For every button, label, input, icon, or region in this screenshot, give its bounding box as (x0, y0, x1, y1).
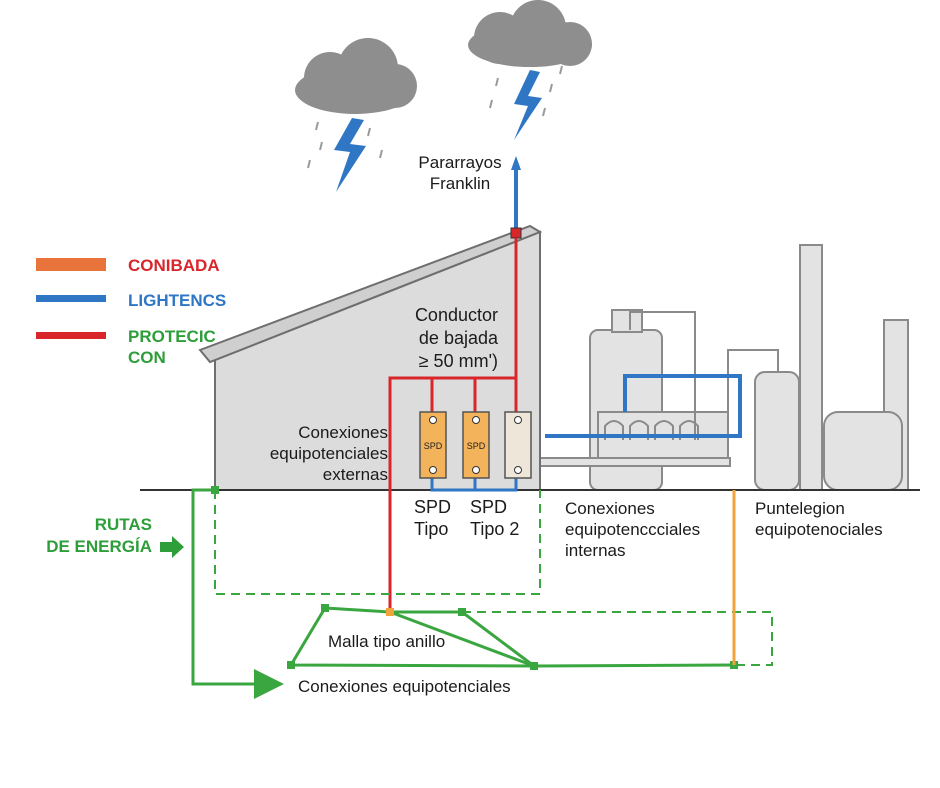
pararrayos-label: Pararrayos Franklin (400, 152, 520, 194)
spd-tipo2-label: SPD Tipo 2 (470, 496, 519, 540)
rutas-energia-label: RUTAS DE ENERGÍA (20, 514, 152, 558)
spd-tipo1-label: SPD Tipo (414, 496, 451, 540)
rain-left-icon (307, 121, 383, 169)
equipotential-dashed-box-left (214, 490, 541, 595)
conductor-line3: ≥ 50 mm') (418, 351, 498, 371)
legend-label-protecic: PROTECIC CON (128, 326, 216, 368)
malla-label: Malla tipo anillo (328, 632, 446, 651)
puntelegion-label: Puntelegion equipotenociales (755, 498, 883, 540)
plant-blue-pipe (545, 374, 742, 438)
spd-box-3 (504, 411, 532, 479)
ring-dashed-right (462, 611, 773, 666)
conexiones-internas-line3: internas (565, 541, 626, 560)
legend-label-lightencs: LIGHTENCS (128, 291, 227, 310)
conductor-line2: de bajada (418, 328, 498, 348)
rutas-line1: RUTAS (94, 515, 152, 534)
legend-swatch-conibada (36, 258, 106, 271)
plant-arches (604, 420, 699, 440)
spd-box-1: SPD (419, 411, 447, 479)
legend-label-conibada: CONIBADA (128, 256, 220, 275)
conductor-line1: Conductor (414, 305, 498, 325)
spd-box-1-text: SPD (424, 441, 443, 451)
puntelegion-line1: Puntelegion (755, 499, 845, 518)
rod-tip-icon (511, 156, 521, 170)
spd-tipo2-line1: SPD (470, 497, 508, 517)
cloud-left-icon (295, 38, 417, 114)
energy-route-arrow-icon (160, 536, 184, 558)
spd-box-2: SPD (462, 411, 490, 479)
puntelegion-line2: equipotenociales (755, 520, 883, 539)
conexiones-externas-line1: Conexiones (298, 423, 388, 442)
spd-tipo2-line2: Tipo 2 (470, 519, 520, 539)
conductor-label: Conductor de bajada ≥ 50 mm') (380, 304, 498, 373)
spd-tipo1-line2: Tipo (414, 519, 449, 539)
lightning-bolt-left-icon (334, 118, 366, 192)
conexiones-externas-line2: equipotenciales (269, 444, 388, 463)
conexiones-internas-label: Conexiones equipotenccciales internas (565, 498, 700, 561)
legend-swatch-protecic (36, 332, 106, 339)
building-roof (198, 224, 543, 364)
rutas-line2: DE ENERGÍA (46, 537, 152, 556)
down-conductor (388, 238, 518, 612)
conexiones-externas-label: Conexiones equipotenciales externas (230, 422, 388, 485)
legend-swatch-lightencs (36, 295, 106, 302)
spd-box-2-text: SPD (467, 441, 486, 451)
lightning-bolt-right-icon (514, 70, 542, 140)
conexiones-internas-line2: equipotenccciales (565, 520, 701, 539)
cloud-right-icon (468, 0, 592, 67)
conexiones-bottom-label: Conexiones equipotenciales (298, 677, 511, 696)
legend-label-protecic-line1: PROTECIC (128, 327, 216, 346)
industrial-plant (539, 244, 909, 491)
conexiones-internas-line1: Conexiones (565, 499, 655, 518)
legend-label-protecic-line2: CON (128, 348, 166, 367)
spd-blue-links (430, 478, 518, 492)
spd-tipo1-line1: SPD (414, 497, 452, 517)
pararrayos-line1: Pararrayos (418, 153, 502, 172)
rod-base (510, 227, 522, 239)
conexiones-externas-line3: externas (322, 465, 388, 484)
energy-route-line (191, 488, 284, 699)
rain-right-icon (489, 65, 563, 117)
pararrayos-line2: Franklin (429, 174, 491, 193)
